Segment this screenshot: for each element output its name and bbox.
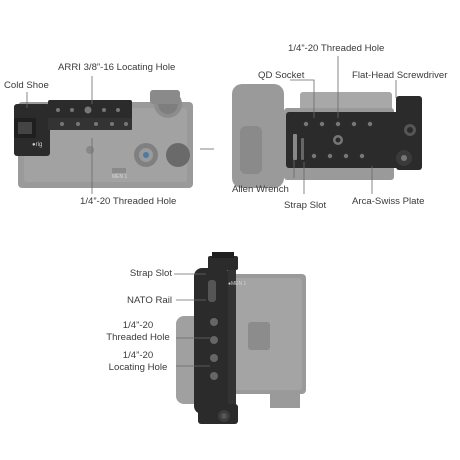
label-threaded-hole-side-line1: 1/4”-20 [122,320,154,331]
label-locating-hole-side-line2: Locating Hole [108,362,168,373]
label-locating-hole-side-line1: 1/4”-20 [122,350,154,361]
cage-side-view [194,252,238,424]
label-cold-shoe: Cold Shoe [4,80,49,91]
brand-engraving: ●rig [32,142,43,148]
cage-top-view [14,100,132,156]
label-allen-wrench: Allen Wrench [232,184,289,195]
label-nato-rail: NATO Rail [127,295,172,306]
label-threaded-hole-side-line2: Threaded Hole [106,332,170,343]
model-engraving: MEN 1 [112,174,128,180]
label-threaded-hole-bottom: 1/4”-20 Threaded Hole [288,43,385,54]
camera-side-view [176,274,306,408]
leader-lines [26,56,397,367]
label-threaded-hole-top: 1/4”-20 Threaded Hole [80,196,177,207]
label-strap-slot-bottom: Strap Slot [284,200,327,211]
label-flat-head-screwdriver: Flat-Head Screwdriver [352,70,448,81]
cage-bottom-plate [286,96,422,170]
label-arca-swiss-plate: Arca-Swiss Plate [352,196,425,207]
side-model-engraving: ●MEN 1 [228,281,247,287]
label-strap-slot-side: Strap Slot [129,268,172,279]
label-arri-locating-hole: ARRI 3/8”-16 Locating Hole [58,62,176,73]
label-qd-socket: QD Socket [258,70,305,81]
